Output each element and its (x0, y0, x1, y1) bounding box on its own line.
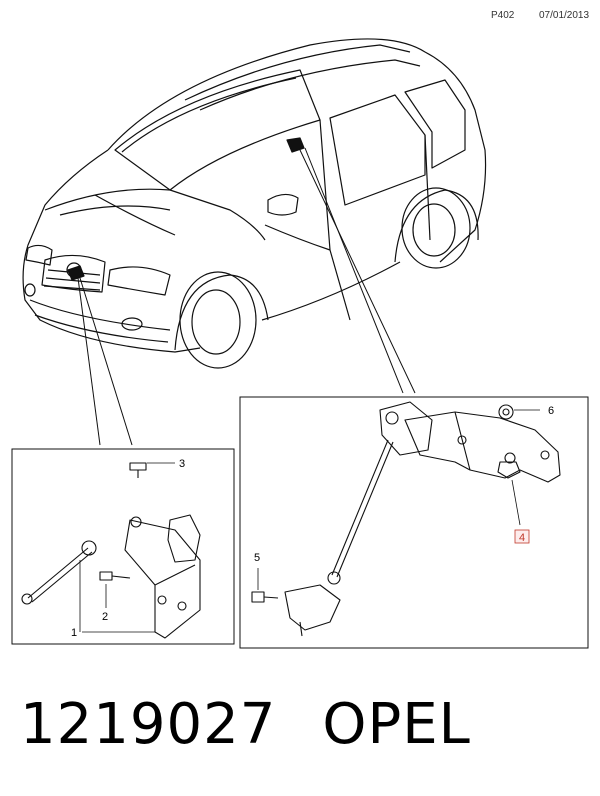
callout-2: 2 (102, 611, 108, 623)
brand-name: OPEL (322, 692, 471, 757)
callout-1: 1 (71, 627, 77, 639)
parts-diagram: 3 2 1 6 4 5 (11, 38, 589, 649)
callout-leaders-front (79, 462, 175, 633)
detail-box-rear (239, 396, 589, 649)
part-number: 1219027 (20, 692, 277, 757)
detail-box-front (11, 448, 235, 645)
callout-4-box (514, 529, 530, 544)
rear-sensor-assembly (251, 401, 561, 637)
footer-title: 1219027 OPEL (20, 690, 471, 760)
callout-6: 6 (548, 405, 554, 417)
front-sensor-assembly (21, 462, 201, 639)
callout-5: 5 (254, 552, 260, 564)
callout-leaders-rear (257, 409, 540, 590)
callout-3: 3 (179, 458, 185, 470)
vehicle-illustration (22, 38, 487, 369)
page-date: 07/01/2013 (539, 10, 590, 21)
leader-lines (77, 147, 416, 446)
page-code: P402 (491, 10, 515, 21)
callout-4: 4 (519, 532, 525, 544)
